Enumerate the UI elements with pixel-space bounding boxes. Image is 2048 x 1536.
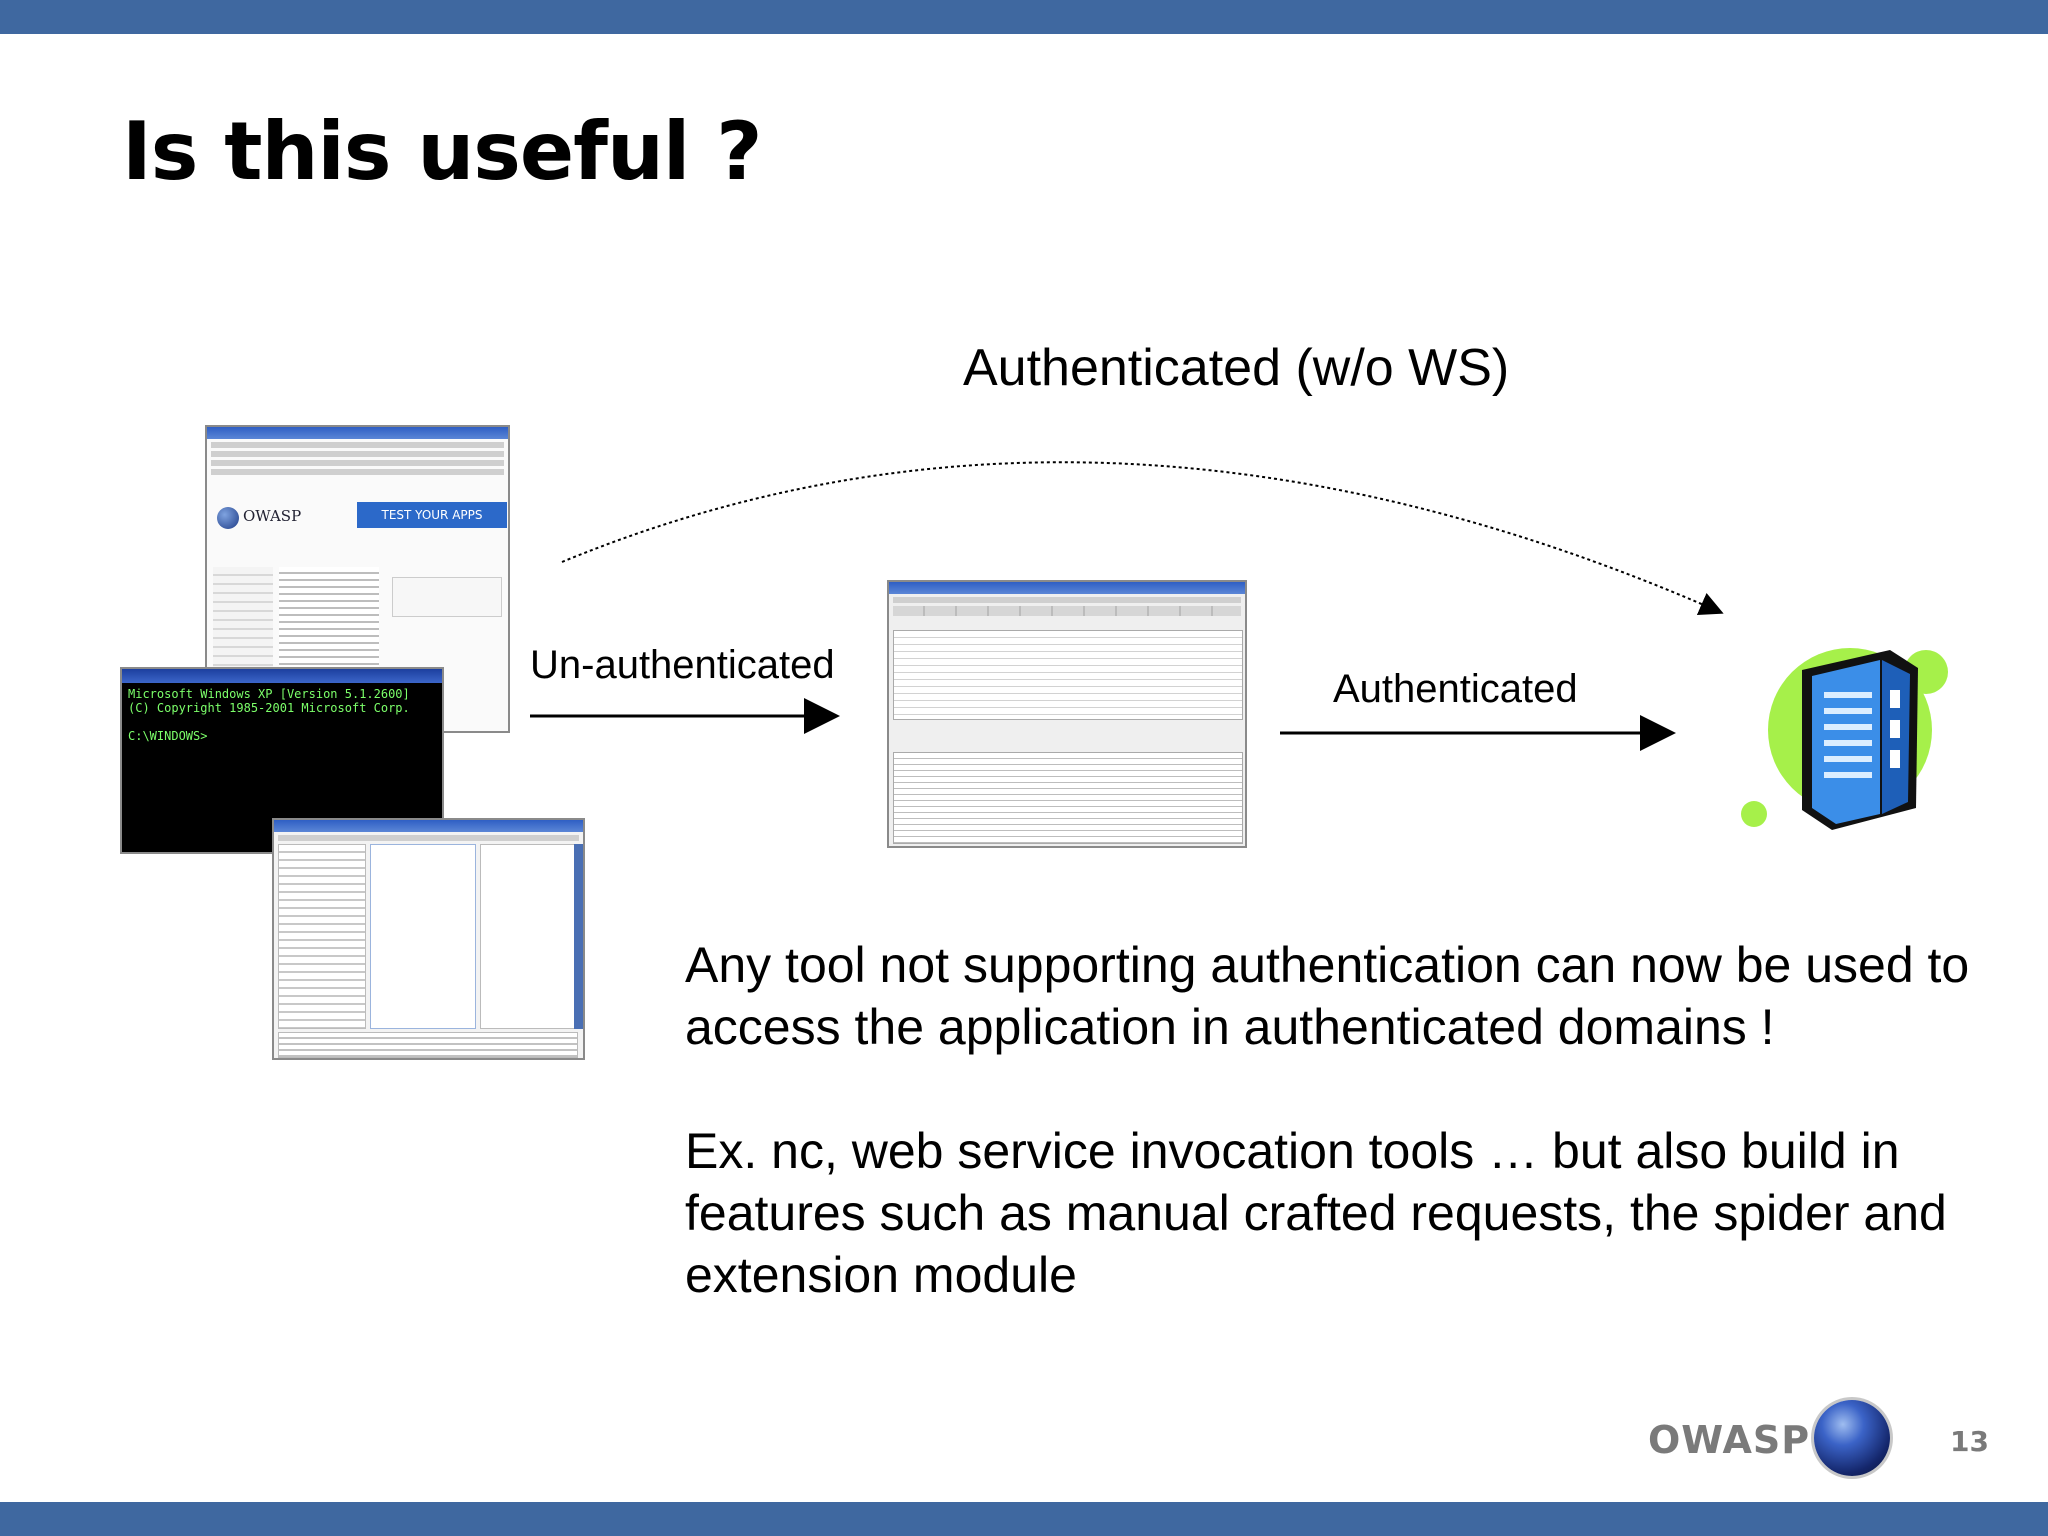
ie-banner: TEST YOUR APPS: [357, 502, 507, 528]
top-bar: [0, 0, 2048, 34]
soapui-title-bar: [274, 820, 583, 832]
label-authenticated: Authenticated: [1333, 667, 1578, 711]
webscarab-screenshot: [887, 580, 1247, 848]
cmd-output: Microsoft Windows XP [Version 5.1.2600] …: [128, 687, 410, 743]
dotted-arc-arrow: [561, 461, 1724, 615]
slide-title: Is this useful ?: [122, 105, 763, 198]
body-paragraph-1: Any tool not supporting authentication c…: [685, 937, 1970, 1055]
soapui-screenshot: [272, 818, 585, 1060]
label-unauthenticated: Un-authenticated: [530, 643, 835, 687]
ie-logo-text: OWASP: [243, 507, 302, 525]
label-authenticated-wo-ws: Authenticated (w/o WS): [963, 339, 1510, 397]
ie-side-box: [392, 577, 502, 617]
body-paragraph-2: Ex. nc, web service invocation tools … b…: [685, 1123, 1947, 1303]
soapui-project-tree: [278, 844, 366, 1029]
webscarab-title-bar: [889, 582, 1245, 594]
owasp-globe-icon: [1814, 1400, 1890, 1476]
webscarab-url-tree: [893, 630, 1243, 720]
soapui-request-pane: [370, 844, 476, 1029]
bottom-bar: [0, 1502, 2048, 1536]
footer-owasp-logo: OWASP: [1648, 1418, 1811, 1462]
owasp-logo-icon: [217, 507, 239, 529]
webscarab-tabs: [893, 606, 1241, 616]
server-icon: [1741, 648, 1948, 830]
page-number: 13: [1950, 1425, 1989, 1458]
cmd-title-bar: [122, 669, 442, 683]
ie-title-bar: [207, 427, 508, 439]
soapui-response-pane: [480, 844, 578, 1029]
soapui-log-pane: [278, 1032, 578, 1058]
webscarab-conversation-table: [893, 752, 1243, 844]
